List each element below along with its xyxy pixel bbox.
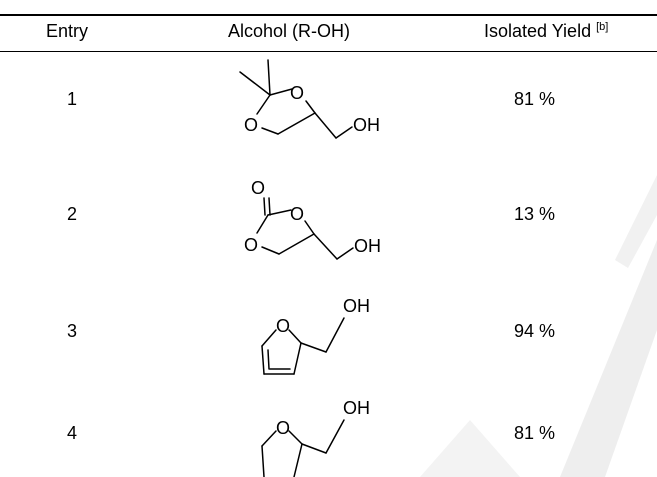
atom-1-oh: OH xyxy=(353,115,380,135)
table-top-rule xyxy=(0,14,657,16)
atom-4-oh: OH xyxy=(343,398,370,418)
header-yield: Isolated Yield [b] xyxy=(484,21,608,41)
header-yield-label: Isolated Yield xyxy=(484,21,592,41)
row-1-entry: 1 xyxy=(67,89,78,109)
row-4-entry: 4 xyxy=(67,423,78,443)
row-2-yield: 13 % xyxy=(514,204,556,224)
structure-3-furfuryl-alcohol xyxy=(261,317,345,375)
row-1-yield: 81 % xyxy=(514,89,556,109)
row-3-yield: 94 % xyxy=(514,321,556,341)
atom-1-o-ring-lower: O xyxy=(244,115,258,135)
atom-1-o-ring: O xyxy=(290,83,304,103)
structure-4-tetrahydrofurfuryl-alcohol xyxy=(261,419,345,477)
header-yield-footnote: [b] xyxy=(596,21,609,33)
row-4-yield: 81 % xyxy=(514,423,556,443)
header-entry: Entry xyxy=(46,21,89,41)
atom-3-oh: OH xyxy=(343,296,370,316)
atom-2-o-ring-lower: O xyxy=(244,235,258,255)
table-header-rule xyxy=(0,51,657,52)
atom-2-o-carbonyl: O xyxy=(251,178,265,198)
atom-2-o-ring: O xyxy=(290,204,304,224)
row-3-entry: 3 xyxy=(67,321,78,341)
structure-2-glycerol-carbonate xyxy=(256,197,354,260)
atom-2-oh: OH xyxy=(354,236,381,256)
header-alcohol: Alcohol (R-OH) xyxy=(228,21,351,41)
atom-3-o-ring: O xyxy=(276,316,290,336)
atom-4-o-ring: O xyxy=(276,418,290,438)
row-2-entry: 2 xyxy=(67,204,78,224)
structure-1-solketal xyxy=(239,59,353,139)
